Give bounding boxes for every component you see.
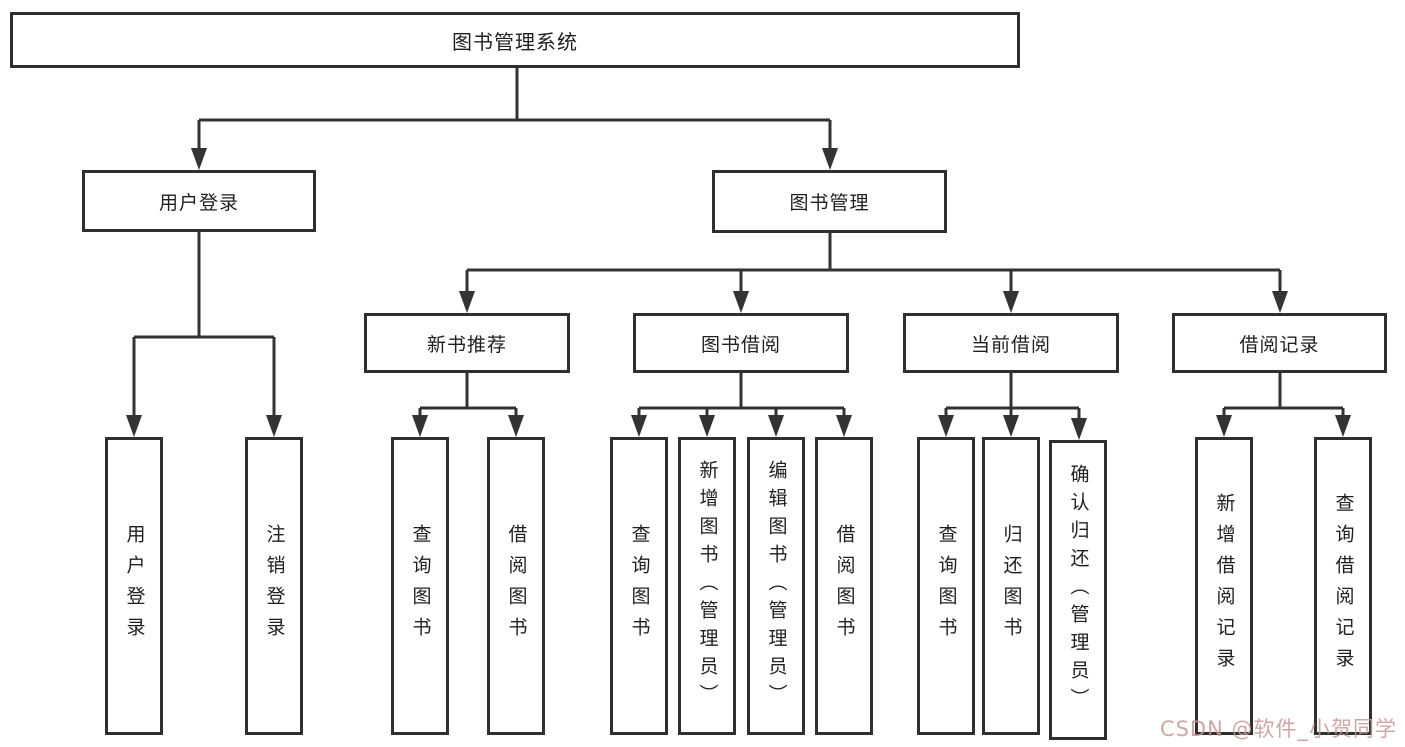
node-label: 编辑图书（管理员） [765, 460, 788, 712]
node-label: 借阅图书 [505, 524, 528, 648]
node-book-management: 图书管理 [712, 170, 947, 233]
node-borrowing-records: 借阅记录 [1172, 313, 1387, 373]
connector-current-borrowing-to-leaves [938, 373, 1087, 440]
leaf-add-borrow-record: 新增借阅记录 [1195, 437, 1253, 735]
connector-book-management-to-level3 [459, 233, 1288, 313]
leaf-return-books: 归还图书 [982, 437, 1040, 735]
node-new-book-recommendation: 新书推荐 [364, 313, 570, 373]
node-label: 用户登录 [158, 191, 239, 214]
leaf-borrow-books-borrowing: 借阅图书 [815, 437, 873, 735]
leaf-logout-login: 注销登录 [245, 437, 303, 735]
node-label: 新增借阅记录 [1213, 493, 1236, 679]
connector-book-borrowing-to-leaves [631, 373, 852, 437]
node-label: 当前借阅 [970, 333, 1051, 356]
leaf-query-books-recommend: 查询图书 [391, 437, 449, 735]
node-user-login: 用户登录 [82, 170, 316, 232]
node-label: 查询图书 [935, 524, 958, 648]
node-label: 借阅图书 [833, 524, 856, 648]
node-label: 新书推荐 [426, 333, 507, 356]
node-current-borrowing: 当前借阅 [903, 313, 1119, 373]
leaf-query-books-current: 查询图书 [917, 437, 975, 735]
leaf-query-books-borrowing: 查询图书 [610, 437, 668, 735]
node-label: 图书管理系统 [452, 29, 578, 54]
leaf-borrow-books-recommend: 借阅图书 [487, 437, 545, 735]
leaf-user-login: 用户登录 [105, 437, 163, 735]
node-label: 确认归还（管理员） [1067, 464, 1090, 716]
leaf-add-books-admin: 新增图书（管理员） [678, 437, 736, 735]
node-label: 图书管理 [789, 192, 870, 214]
connector-borrowing-records-to-leaves [1216, 373, 1351, 437]
node-label: 注销登录 [263, 524, 286, 648]
node-book-borrowing: 图书借阅 [633, 313, 849, 373]
node-label: 查询图书 [628, 524, 651, 648]
connector-user-login-to-leaves [126, 232, 282, 437]
node-label: 借阅记录 [1239, 333, 1320, 356]
node-root-book-management-system: 图书管理系统 [10, 12, 1020, 68]
node-label: 归还图书 [1000, 524, 1023, 648]
leaf-confirm-return-admin: 确认归还（管理员） [1049, 440, 1107, 740]
connector-new-book-recommendation-to-leaves [412, 373, 524, 437]
node-label: 图书借阅 [700, 333, 781, 356]
node-label: 用户登录 [123, 524, 146, 648]
leaf-edit-books-admin: 编辑图书（管理员） [747, 437, 805, 735]
node-label: 新增图书（管理员） [696, 460, 719, 712]
node-label: 查询借阅记录 [1332, 493, 1355, 679]
connector-root-to-level2 [191, 68, 838, 170]
node-label: 查询图书 [409, 524, 432, 648]
leaf-query-borrow-record: 查询借阅记录 [1314, 437, 1372, 735]
